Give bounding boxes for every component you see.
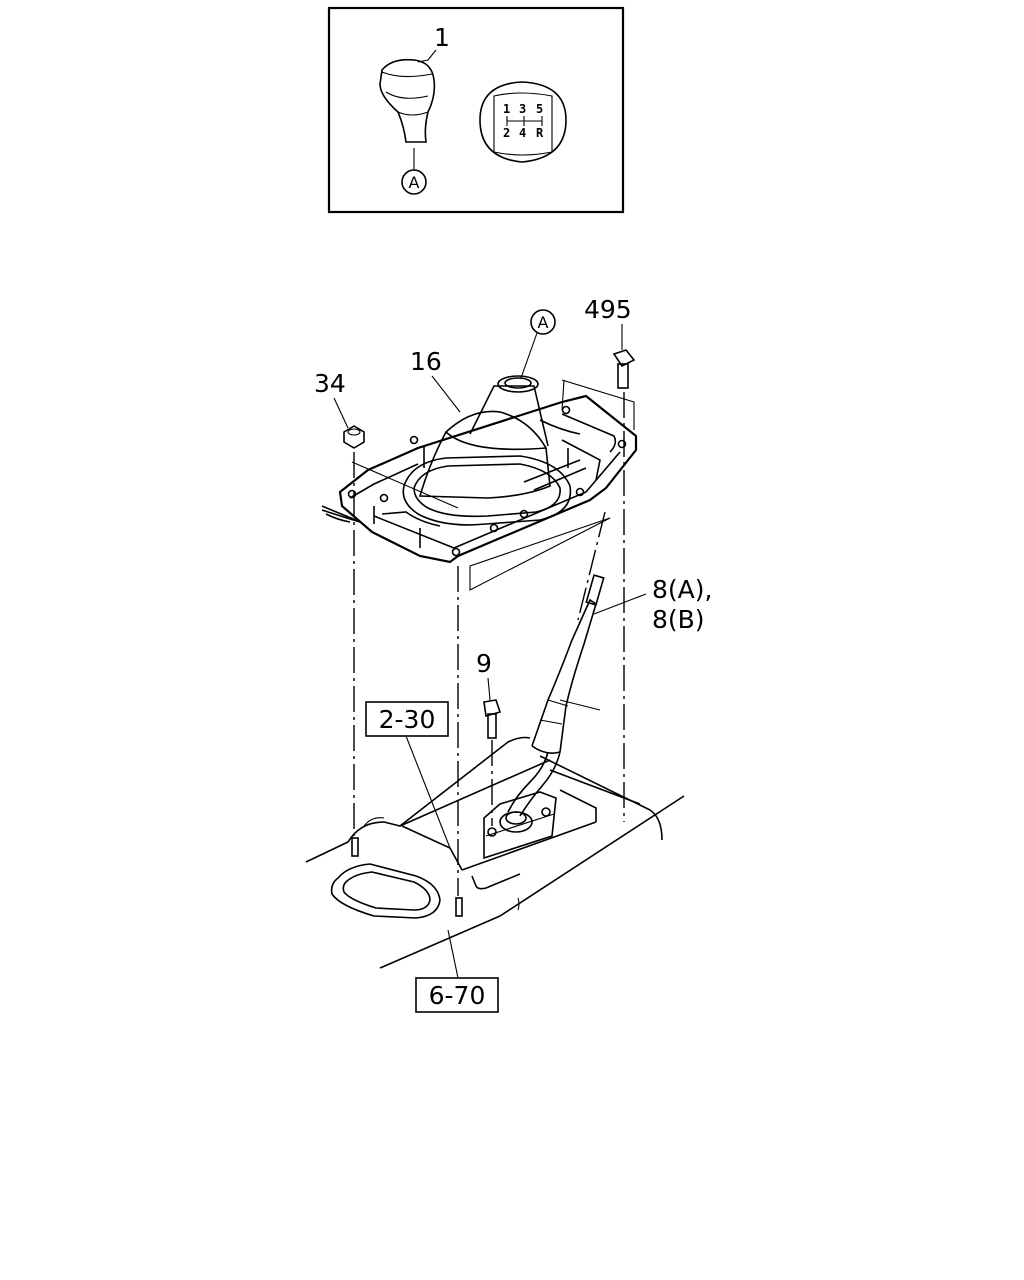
ref-box-2-30 [365, 701, 449, 737]
floor-console-base [305, 699, 685, 969]
ref-box-6-70 [415, 977, 499, 1013]
console-trim-panel [321, 375, 638, 591]
knob-top-view: 1 3 5 2 4 R [479, 81, 567, 163]
shift-pattern-1: 1 [503, 102, 510, 116]
shift-knob-drawing [379, 58, 436, 143]
nut-34-drawing [343, 425, 365, 836]
shift-pattern-5: 5 [536, 102, 543, 116]
ref-a-knob: A [409, 173, 420, 192]
shift-pattern-4: 4 [519, 126, 526, 140]
ref-a-boot: A [538, 313, 549, 332]
knob-detail-inset: 1 3 5 2 4 R 1 A [327, 6, 625, 214]
callout-495: 495 [584, 295, 632, 324]
callout-16: 16 [410, 347, 442, 376]
lever-base-bracket [483, 791, 557, 860]
shift-pattern-r: R [536, 126, 544, 140]
ref-2-30: 2-30 [379, 705, 436, 734]
shift-pattern-3: 3 [519, 102, 526, 116]
bolt-495-drawing [577, 349, 636, 822]
callout-8b: 8(B) [652, 605, 705, 634]
ref-6-70: 6-70 [429, 981, 486, 1010]
callout-9: 9 [476, 649, 492, 678]
callout-8a: 8(A), [652, 575, 712, 604]
shift-lever-drawing [507, 574, 605, 817]
bolt-9-drawing [483, 699, 502, 826]
callout-1: 1 [434, 23, 450, 52]
callout-34: 34 [314, 369, 346, 398]
shift-pattern-2: 2 [503, 126, 510, 140]
